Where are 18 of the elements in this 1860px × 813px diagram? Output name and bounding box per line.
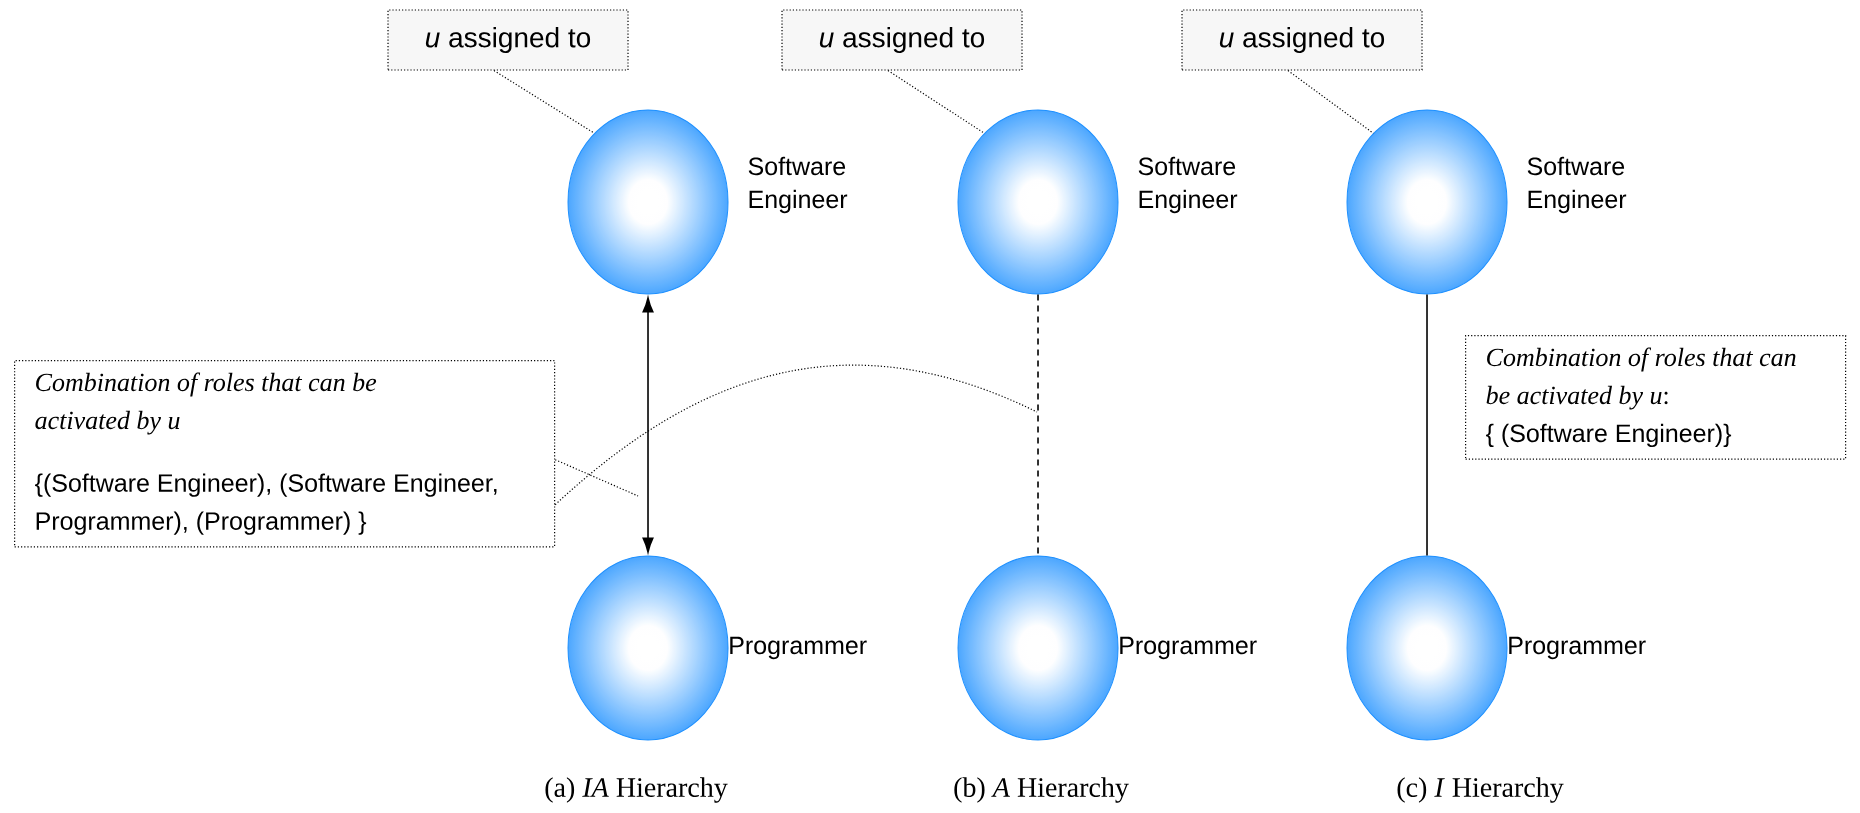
role-label: Programmer — [1120, 636, 1257, 660]
connector-line — [1426, 293, 1428, 557]
leader-line — [554, 364, 1038, 506]
role-label: Programmer — [1509, 636, 1646, 660]
leader-line — [493, 70, 595, 134]
assignment-box: u assigned to — [387, 9, 629, 71]
role-label: Software Engineer — [1527, 156, 1627, 214]
callout-box: Combination of roles that can be activated by u: { (Software Engineer)} — [1465, 335, 1847, 460]
leader-line — [1287, 70, 1374, 134]
leader-line — [887, 70, 985, 134]
arrow — [642, 297, 654, 553]
callout-box: Combination of roles that can be activated by u {(Software Engineer), (Software Engineer, Programmer), (Programmer) } — [14, 360, 556, 548]
role-label: Programmer — [730, 636, 867, 660]
role-label: Software Engineer — [748, 156, 848, 214]
assignment-box: u assigned to — [781, 9, 1023, 71]
leader-line — [554, 459, 639, 497]
assignment-box: u assigned to — [1181, 9, 1423, 71]
role-label: Software Engineer — [1138, 156, 1238, 214]
